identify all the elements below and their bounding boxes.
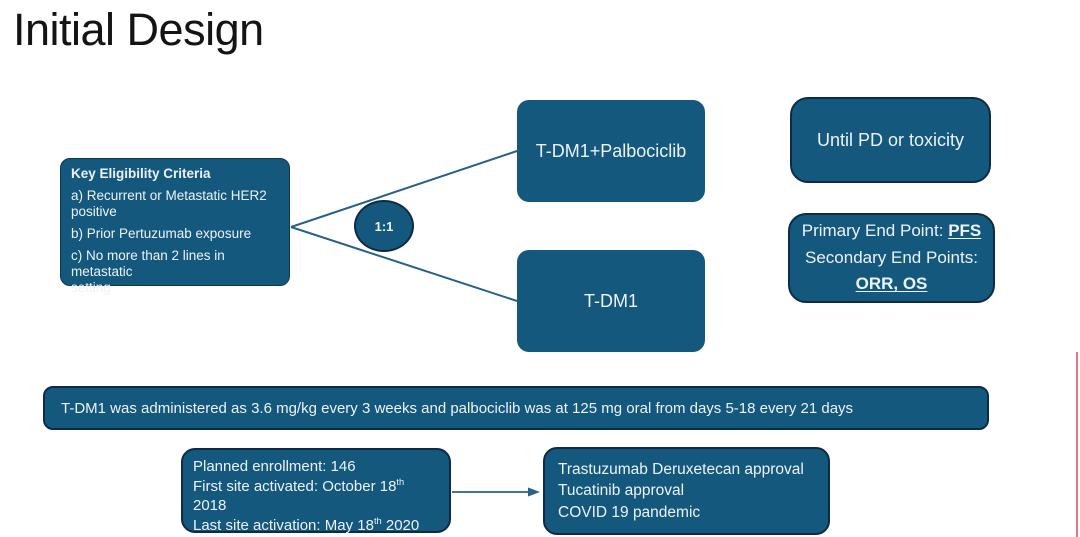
first-site-year: 2018 — [193, 497, 227, 514]
eligibility-heading: Key Eligibility Criteria — [71, 166, 211, 181]
secondary-endpoint-value: ORR, OS — [855, 274, 928, 294]
dosing-box: T-DM1 was administered as 3.6 mg/kg ever… — [43, 386, 989, 430]
endpoints-box: Primary End Point: PFS Secondary End Poi… — [788, 213, 995, 303]
arm-tdm1-box: T-DM1 — [517, 250, 705, 352]
last-site-sup: th — [373, 515, 382, 526]
event-covid: COVID 19 pandemic — [558, 503, 701, 521]
first-site-text: First site activated: October 18 — [193, 477, 397, 495]
eligibility-item-b: b) Prior Pertuzumab exposure — [71, 225, 252, 241]
first-site-sup: th — [396, 476, 405, 487]
dosing-text: T-DM1 was administered as 3.6 mg/kg ever… — [61, 399, 854, 417]
page-title: Initial Design — [13, 4, 264, 55]
primary-endpoint-value: PFS — [948, 221, 982, 241]
video-edge-line — [1076, 352, 1078, 537]
event-tucatinib: Tucatinib approval — [558, 482, 685, 500]
enrollment-last-site-line: Last site activation: May 18th 2020 — [193, 516, 439, 536]
primary-endpoint-prefix: Primary End Point: — [801, 221, 949, 241]
event-deruxetecan: Trastuzumab Deruxetecan approval — [558, 460, 804, 478]
enrollment-box: Planned enrollment: 146 First site activ… — [181, 448, 451, 536]
arm-tdm1-label: T-DM1 — [584, 290, 638, 311]
eligibility-criteria-box: Key Eligibility Criteria a) Recurrent or… — [60, 158, 290, 295]
eligibility-item-a: a) Recurrent or Metastatic HER2 positive — [71, 187, 267, 219]
primary-endpoint-line: Primary End Point: PFS — [802, 218, 982, 244]
duration-label: Until PD or toxicity — [816, 129, 965, 150]
external-events-box: Trastuzumab Deruxetecan approval Tucatin… — [543, 447, 830, 535]
arm-tdm1-palbociclib-label: T-DM1+Palbociclib — [535, 140, 687, 161]
last-site-year: 2020 — [381, 516, 420, 534]
last-site-text: Last site activation: May 18 — [193, 516, 374, 534]
randomization-ratio-ellipse: 1:1 — [354, 200, 414, 252]
randomization-ratio-label: 1:1 — [374, 218, 394, 234]
secondary-endpoint-label: Secondary End Points: — [805, 247, 978, 267]
enrollment-first-site-line: First site activated: October 18th 2018 — [193, 477, 439, 516]
duration-box: Until PD or toxicity — [790, 97, 991, 183]
timeline-arrow-head — [528, 487, 540, 497]
eligibility-item-c: c) No more than 2 lines in metastatic se… — [71, 247, 225, 295]
enrollment-planned-line: Planned enrollment: 146 — [193, 458, 356, 475]
arm-tdm1-palbociclib-box: T-DM1+Palbociclib — [517, 100, 705, 202]
